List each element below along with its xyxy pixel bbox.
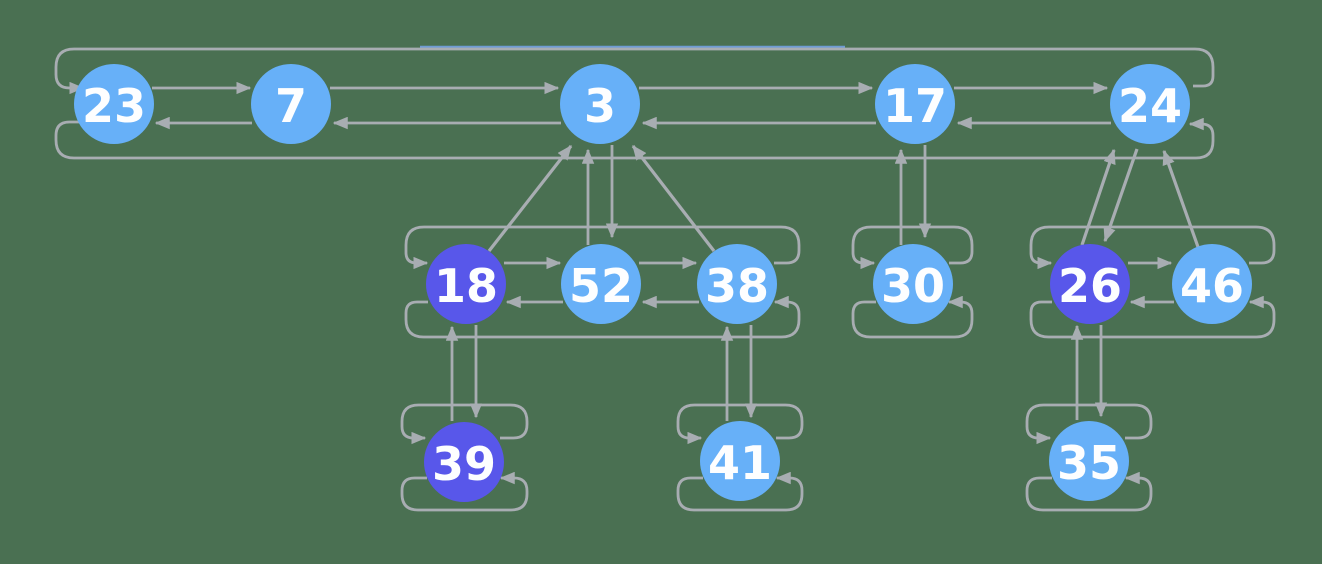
edge-wrap-prev-30-30 (851, 295, 974, 339)
edges-layer (54, 47, 1276, 512)
node-value-label: 17 (883, 79, 947, 133)
node-value-label: 24 (1118, 79, 1182, 133)
node-30[interactable]: 30 (873, 244, 953, 324)
node-value-label: 23 (82, 79, 146, 133)
node-value-label: 7 (275, 79, 307, 133)
node-17[interactable]: 17 (875, 64, 955, 144)
node-circle (697, 244, 777, 324)
node-circle (561, 244, 641, 324)
node-18[interactable]: 18 (426, 244, 506, 324)
node-value-label: 46 (1180, 259, 1244, 313)
node-value-label: 26 (1058, 259, 1122, 313)
node-circle (1049, 421, 1129, 501)
node-3[interactable]: 3 (560, 64, 640, 144)
node-circle (251, 64, 331, 144)
node-41[interactable]: 41 (700, 421, 780, 501)
node-circle (560, 64, 640, 144)
edge-wrap-next-46-26 (1029, 225, 1276, 270)
node-26[interactable]: 26 (1050, 244, 1130, 324)
edge-parent-38-3 (631, 145, 716, 252)
node-value-label: 41 (708, 436, 772, 490)
edge-wrap-next-39-39 (400, 403, 529, 445)
edge-wrap-next-35-35 (1025, 403, 1153, 445)
node-circle (700, 421, 780, 501)
node-value-label: 35 (1057, 436, 1121, 490)
edge-wrap-next-38-18 (404, 225, 801, 270)
node-7[interactable]: 7 (251, 64, 331, 144)
node-circle (875, 64, 955, 144)
node-52[interactable]: 52 (561, 244, 641, 324)
node-circle (74, 64, 154, 144)
edge-parent-18-3 (487, 145, 573, 252)
marked-node-circle (424, 422, 504, 502)
edge-wrap-next-41-41 (676, 403, 804, 445)
edge-wrap-next-30-30 (851, 225, 974, 270)
edge-wrap-prev-26-46 (1029, 295, 1276, 339)
node-46[interactable]: 46 (1172, 244, 1252, 324)
node-24[interactable]: 24 (1110, 64, 1190, 144)
edge-wrap-prev-35-35 (1025, 471, 1153, 512)
node-circle (1172, 244, 1252, 324)
nodes-layer: 23 7 3 17 24 18 52 38 30 26 46 39 41 35 (74, 64, 1252, 502)
node-circle (873, 244, 953, 324)
edge-child-24-26 (1103, 148, 1139, 243)
node-value-label: 3 (584, 79, 616, 133)
edge-parent-26-24 (1080, 148, 1116, 246)
edge-wrap-prev-39-39 (400, 471, 529, 512)
edge-wrap-next-24-23 (54, 47, 1215, 95)
edge-wrap-prev-41-41 (676, 471, 804, 512)
node-38[interactable]: 38 (697, 244, 777, 324)
node-value-label: 39 (432, 437, 496, 491)
edge-wrap-prev-18-38 (404, 295, 801, 339)
node-39[interactable]: 39 (424, 422, 504, 502)
node-23[interactable]: 23 (74, 64, 154, 144)
node-value-label: 52 (569, 259, 633, 313)
node-value-label: 30 (881, 259, 945, 313)
node-circle (1110, 64, 1190, 144)
edge-parent-46-24 (1162, 149, 1200, 248)
node-35[interactable]: 35 (1049, 421, 1129, 501)
node-value-label: 18 (434, 259, 498, 313)
marked-node-circle (426, 244, 506, 324)
node-value-label: 38 (705, 259, 769, 313)
marked-node-circle (1050, 244, 1130, 324)
